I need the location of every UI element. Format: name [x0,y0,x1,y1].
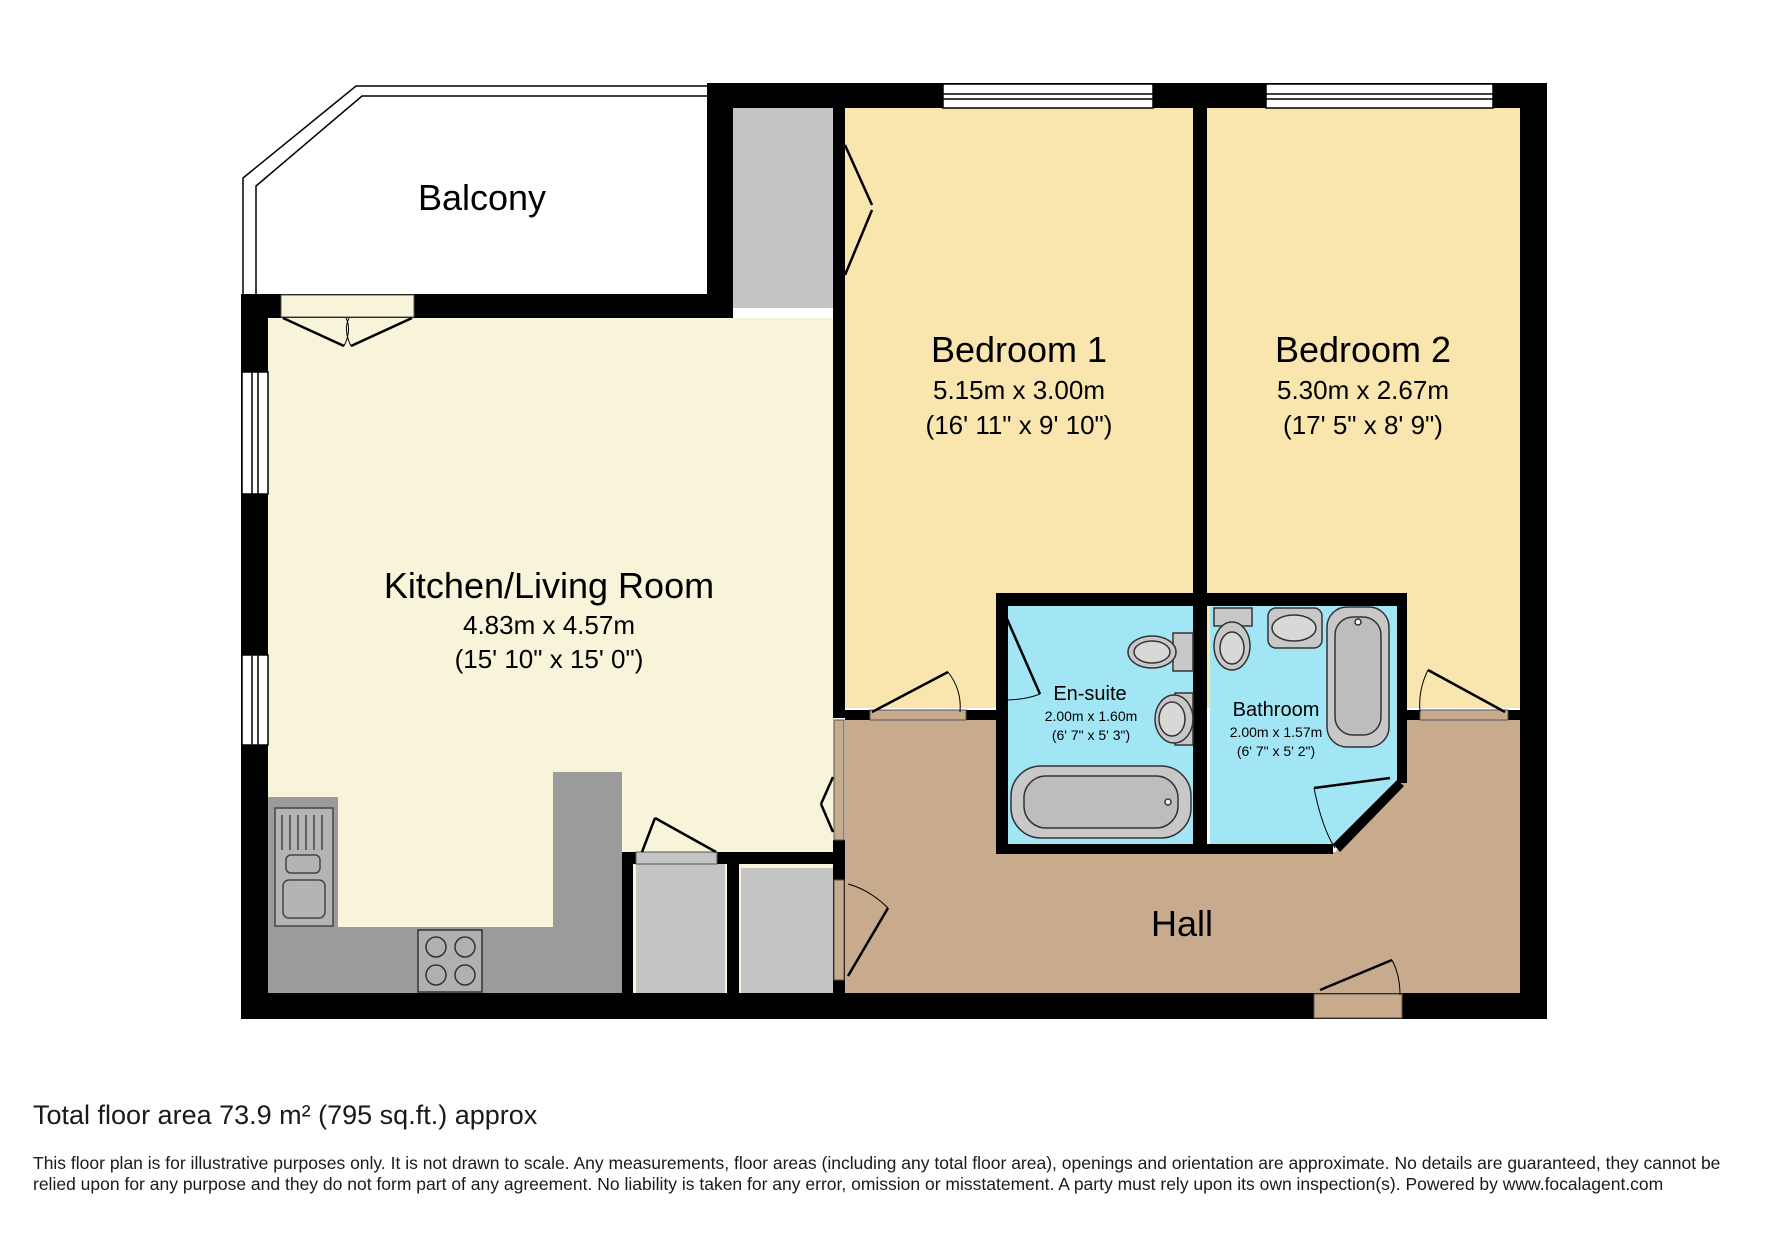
hall-label: Hall [1151,903,1213,944]
cupboard-hall [741,868,833,993]
bedroom-1-metric: 5.15m x 3.00m [933,375,1105,405]
kitchen-living-room [268,318,835,993]
en-suite-name: En-suite [1053,683,1126,705]
cupboard-kitchen [636,858,725,993]
windows [241,83,1494,746]
bathroom-metric: 2.00m x 1.57m [1230,724,1323,740]
en-suite-imperial: (6' 7" x 5' 3") [1052,727,1130,743]
balcony-outline [242,85,713,300]
kitchen-name: Kitchen/Living Room [384,565,714,606]
kitchen-worktop [268,772,622,993]
total-floor-area: Total floor area 73.9 m² (795 sq.ft.) ap… [33,1100,538,1130]
bathroom-fixtures [1213,606,1390,748]
en-suite-fixtures [1010,632,1194,839]
bedroom-2-imperial: (17' 5" x 8' 9") [1283,410,1443,440]
bedroom-2-metric: 5.30m x 2.67m [1277,375,1449,405]
hall [845,716,1520,993]
hob-icon [417,929,483,993]
bathroom-imperial: (6' 7" x 5' 2") [1237,743,1315,759]
cupboard-bedroom-1 [733,108,833,308]
en-suite-metric: 2.00m x 1.60m [1045,708,1138,724]
bedroom-1-name: Bedroom 1 [931,329,1107,370]
kitchen-imperial: (15' 10" x 15' 0") [455,644,644,674]
kitchen-metric: 4.83m x 4.57m [463,610,635,640]
disclaimer-text: This floor plan is for illustrative purp… [33,1153,1721,1194]
balcony-label: Balcony [418,177,546,218]
bedroom-2-name: Bedroom 2 [1275,329,1451,370]
sink-icon [274,807,334,927]
door-swings [282,144,1506,996]
door-openings [280,294,1509,1019]
bedroom-1-imperial: (16' 11" x 9' 10") [926,410,1113,440]
bathroom-name: Bathroom [1233,699,1320,721]
